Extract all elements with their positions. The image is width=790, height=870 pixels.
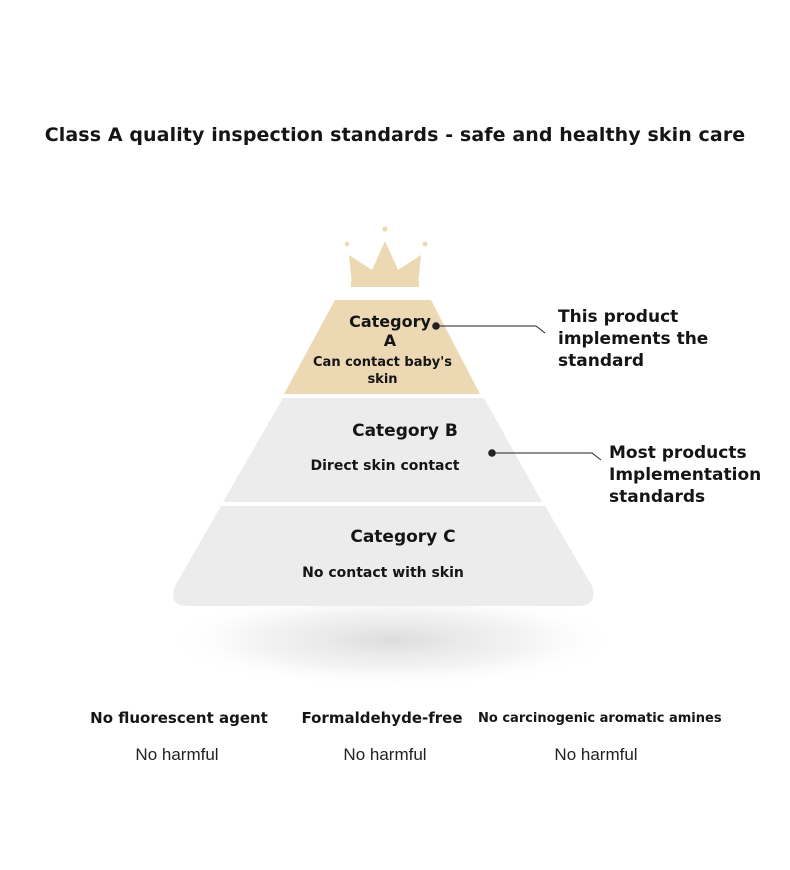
page-title: Class A quality inspection standards - s… (44, 124, 746, 146)
pyramid-tier-b (223, 398, 542, 502)
pyramid-shadow (162, 592, 622, 688)
pyramid-tier-a (284, 300, 480, 394)
feature-subtitle-fluorescent: No harmful (135, 745, 219, 764)
pyramid-tier-c (173, 506, 594, 606)
callout-this-product: This product implements the standard (558, 307, 709, 371)
tier-b-description: Direct skin contact (310, 458, 460, 474)
feature-title-formaldehyde: Formaldehyde-free (301, 709, 463, 727)
callout-most-products: Most products Implementation standards (609, 443, 762, 507)
feature-title-amines: No carcinogenic aromatic amines (478, 711, 722, 726)
crown-icon (344, 226, 428, 287)
tier-b-name: Category B (352, 421, 458, 441)
feature-subtitle-amines: No harmful (554, 745, 638, 764)
callout-connector-b (488, 449, 602, 461)
feature-subtitle-formaldehyde: No harmful (343, 745, 427, 764)
tier-c-description: No contact with skin (302, 565, 464, 581)
feature-title-fluorescent: No fluorescent agent (90, 709, 268, 727)
tier-a-description: Can contact baby's skin (313, 355, 452, 387)
tier-c-name: Category C (350, 527, 456, 547)
callout-connector-a (432, 322, 546, 334)
tier-a-name: Category A (349, 312, 431, 350)
